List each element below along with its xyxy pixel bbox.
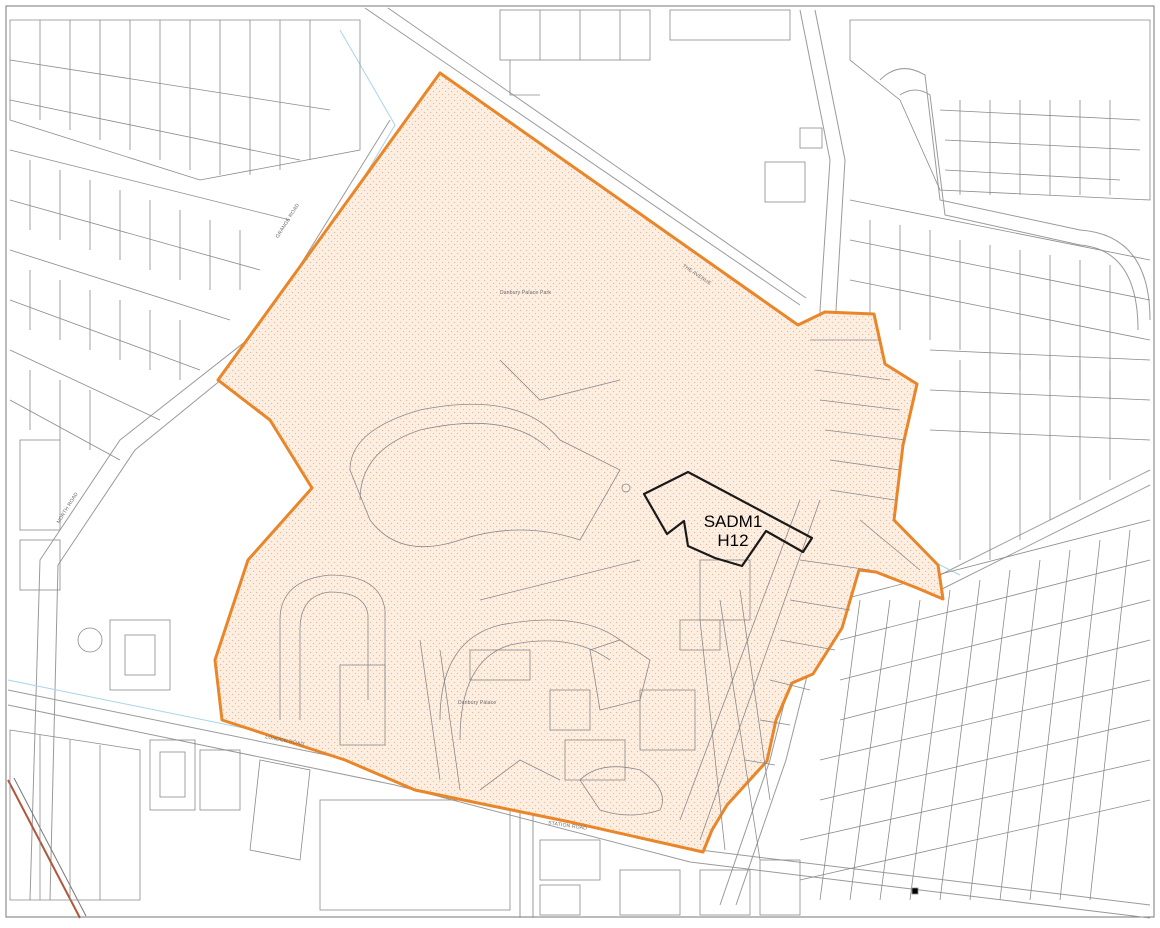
buildings-east [799,19,1151,901]
buildings-south [539,839,919,916]
buildings-southwest [9,619,511,911]
buildings-northwest [9,19,361,591]
allocation-outline-sadm1-h12 [642,470,814,568]
site-internal-features [279,339,921,861]
site-boundary [213,71,945,854]
buildings-north [499,9,823,203]
